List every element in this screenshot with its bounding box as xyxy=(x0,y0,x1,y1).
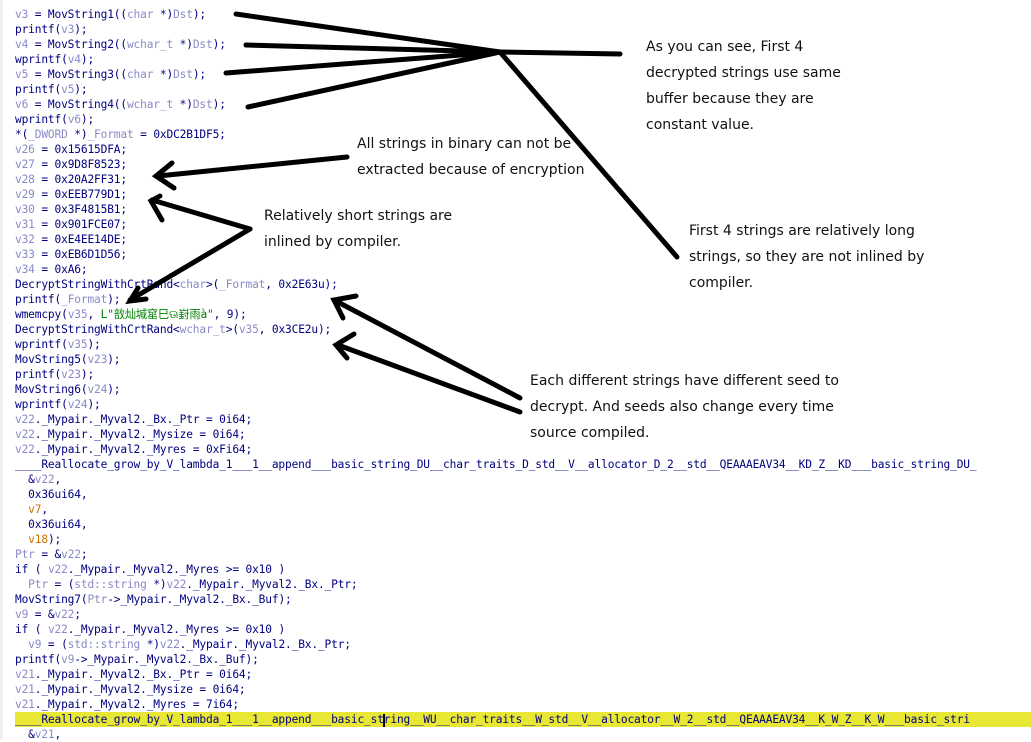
code-line[interactable]: v9 = (std::string *)v22._Mypair._Myval2.… xyxy=(28,638,351,651)
code-line[interactable]: v28 = 0x20A2FF31; xyxy=(15,173,127,186)
code-line[interactable]: MovString7(Ptr->_Mypair._Myval2._Bx._Buf… xyxy=(15,593,292,606)
annotation-line: compiler. xyxy=(689,275,754,291)
code-line[interactable]: wprintf(v35); xyxy=(15,338,101,351)
annotation-line: decrypted strings use same xyxy=(646,65,841,81)
code-line[interactable]: DecryptStringWithCrtRand<wchar_t>(v35, 0… xyxy=(15,323,332,336)
code-line[interactable]: Ptr = (std::string *)v22._Mypair._Myval2… xyxy=(28,578,358,591)
annotation-inlined: Relatively short strings are inlined by c… xyxy=(264,203,452,255)
code-line[interactable]: MovString6(v24); xyxy=(15,383,121,396)
annotation-line: buffer because they are xyxy=(646,91,814,107)
annotation-line: strings, so they are not inlined by xyxy=(689,249,925,265)
code-line[interactable]: v22._Mypair._Myval2._Mysize = 0i64; xyxy=(15,428,246,441)
code-line[interactable]: v33 = 0xEB6D1D56; xyxy=(15,248,127,261)
code-line[interactable]: v27 = 0x9D8F8523; xyxy=(15,158,127,171)
annotation-same-buffer: As you can see, First 4 decrypted strings… xyxy=(646,34,841,138)
code-line[interactable]: &v21, xyxy=(15,728,62,741)
code-line[interactable]: v18); xyxy=(28,533,62,546)
annotation-line: Relatively short strings are xyxy=(264,208,453,224)
annotation-line: Each different strings have different se… xyxy=(530,373,839,389)
code-line[interactable]: printf(_Format); xyxy=(15,293,121,306)
annotation-line: source compiled. xyxy=(530,425,650,441)
code-line[interactable]: v3 = MovString1((char *)Dst); xyxy=(15,8,207,21)
code-line[interactable]: *(_DWORD *)_Format = 0xDC2B1DF5; xyxy=(15,128,226,141)
annotation-line: First 4 strings are relatively long xyxy=(689,223,915,239)
code-line[interactable]: 0x36ui64, xyxy=(15,488,88,501)
annotation-line: inlined by compiler. xyxy=(264,234,402,250)
annotation-long-strings: First 4 strings are relatively long strin… xyxy=(689,218,924,296)
code-line[interactable]: v21._Mypair._Myval2._Mysize = 0i64; xyxy=(15,683,246,696)
annotation-encryption: All strings in binary can not be extracte… xyxy=(357,131,585,183)
code-line[interactable]: DecryptStringWithCrtRand<char>(_Format, … xyxy=(15,278,338,291)
code-line[interactable]: v30 = 0x3F4815B1; xyxy=(15,203,127,216)
code-line[interactable]: printf(v5); xyxy=(15,83,88,96)
code-line[interactable]: printf(v3); xyxy=(15,23,88,36)
code-line[interactable]: v4 = MovString2((wchar_t *)Dst); xyxy=(15,38,226,51)
code-line[interactable]: v29 = 0xEEB779D1; xyxy=(15,188,127,201)
code-line[interactable]: v7, xyxy=(28,503,48,516)
code-line[interactable]: v21._Mypair._Myval2._Bx._Ptr = 0i64; xyxy=(15,668,253,681)
code-line[interactable]: v21._Mypair._Myval2._Myres = 7i64; xyxy=(15,698,239,711)
annotation-line: constant value. xyxy=(646,117,755,133)
code-line[interactable]: v6 = MovString4((wchar_t *)Dst); xyxy=(15,98,226,111)
code-line[interactable]: printf(v23); xyxy=(15,368,95,381)
code-line[interactable]: wmemcpy(v35, L"敨灿堿窰巳ଊ崶雨à", 9); xyxy=(15,308,247,321)
code-line[interactable]: v31 = 0x901FCE07; xyxy=(15,218,127,231)
annotation-line: All strings in binary can not be xyxy=(357,136,572,152)
annotation-line: decrypt. And seeds also change every tim… xyxy=(530,399,834,415)
code-line[interactable]: Ptr = &v22; xyxy=(15,548,88,561)
code-line[interactable]: v34 = 0xA6; xyxy=(15,263,88,276)
code-line[interactable]: if ( v22._Mypair._Myval2._Myres >= 0x10 … xyxy=(15,623,286,636)
annotation-seeds: Each different strings have different se… xyxy=(530,368,839,446)
code-line[interactable]: wprintf(v4); xyxy=(15,53,95,66)
code-line[interactable]: wprintf(v6); xyxy=(15,113,95,126)
annotation-line: As you can see, First 4 xyxy=(646,39,804,55)
code-line[interactable]: v22._Mypair._Myval2._Bx._Ptr = 0i64; xyxy=(15,413,253,426)
code-line[interactable]: v32 = 0xE4EE14DE; xyxy=(15,233,127,246)
code-line[interactable]: printf(v9->_Mypair._Myval2._Bx._Buf); xyxy=(15,653,259,666)
annotation-line: extracted because of encryption xyxy=(357,162,585,178)
text-caret xyxy=(382,713,385,727)
code-line[interactable]: v9 = &v22; xyxy=(15,608,81,621)
code-line[interactable]: v22._Mypair._Myval2._Myres = 0xFi64; xyxy=(15,443,253,456)
code-line[interactable]: 0x36ui64, xyxy=(15,518,88,531)
code-line[interactable]: ____Reallocate_grow_by_V_lambda_1___1__a… xyxy=(15,458,977,471)
code-line[interactable]: wprintf(v24); xyxy=(15,398,101,411)
code-line-current[interactable]: ____Reallocate_grow_by_V_lambda_1___1__a… xyxy=(15,712,1031,727)
code-line[interactable]: v5 = MovString3((char *)Dst); xyxy=(15,68,207,81)
code-line[interactable]: MovString5(v23); xyxy=(15,353,121,366)
code-line[interactable]: &v22, xyxy=(15,473,62,486)
code-line[interactable]: if ( v22._Mypair._Myval2._Myres >= 0x10 … xyxy=(15,563,286,576)
code-line[interactable]: v26 = 0x15615DFA; xyxy=(15,143,127,156)
